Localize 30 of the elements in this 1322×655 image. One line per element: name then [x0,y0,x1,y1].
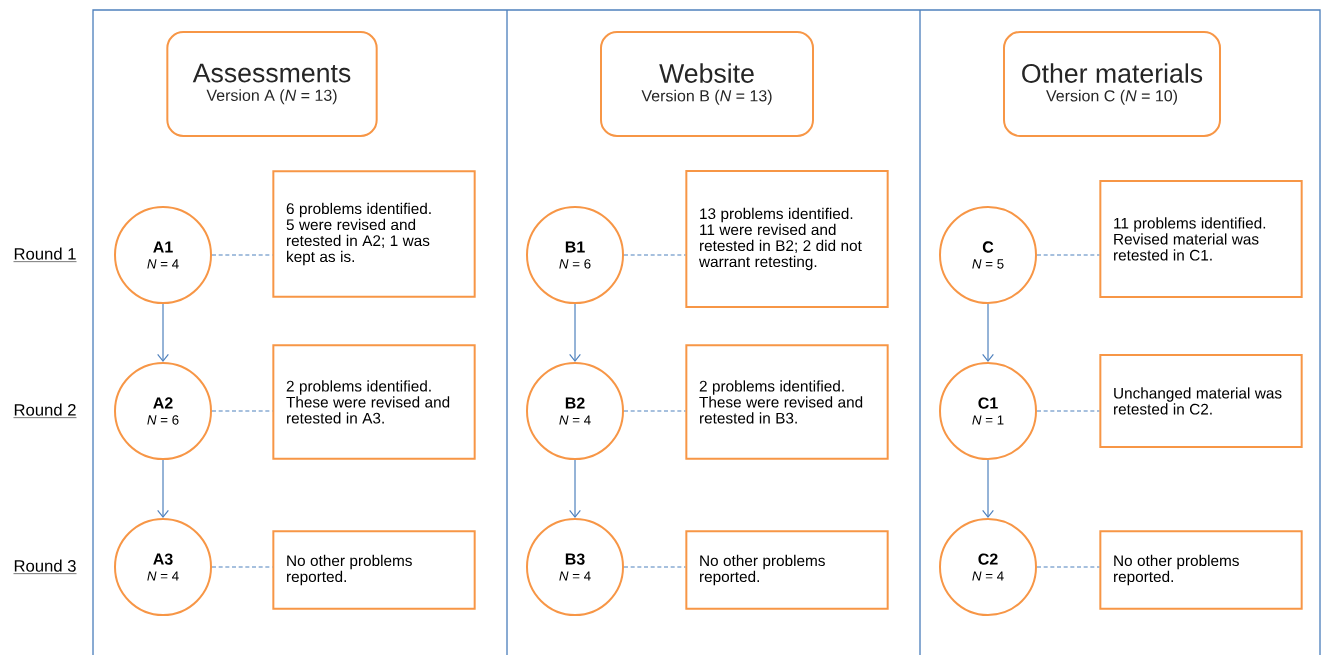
problem-box: 2 problems identified. These were revised and retested in A3. [272,344,476,460]
problem-box: 13 problems identified. 11 were revised and retested in B2; 2 did not warrant retesting. [685,170,889,308]
dashed-connector [623,410,686,412]
arrow [157,459,169,518]
problem-box: 2 problems identified. These were revised and retested in B3. [685,344,889,460]
dashed-connector [211,254,273,256]
category-box: Other materials Version C (N = 10) [1003,31,1221,137]
category-box: Website Version B (N = 13) [600,31,814,137]
dashed-connector [211,410,273,412]
arrow [569,303,581,362]
dashed-connector [623,254,686,256]
category-box: Assessments Version A (N = 13) [166,31,378,137]
arrow [982,303,994,362]
dashed-connector [1036,254,1100,256]
dashed-connector [623,566,686,568]
dashed-connector [1036,566,1100,568]
round-label: Round 3 [13,559,77,574]
problem-box: No other problems reported. [1099,530,1303,610]
problem-box: No other problems reported. [685,530,889,610]
arrow [569,459,581,518]
problem-box: Unchanged material was retested in C2. [1099,354,1303,448]
problem-box: 11 problems identified. Revised material was retested in C1. [1099,180,1303,298]
arrow [982,459,994,518]
round-label: Round 2 [13,403,77,418]
problem-box: 6 problems identified. 5 were revised and retested in A2; 1 was kept as is. [272,170,476,298]
problem-box: No other problems reported. [272,530,476,610]
round-label: Round 1 [13,247,77,262]
dashed-connector [211,566,273,568]
arrow [157,303,169,362]
dashed-connector [1036,410,1100,412]
